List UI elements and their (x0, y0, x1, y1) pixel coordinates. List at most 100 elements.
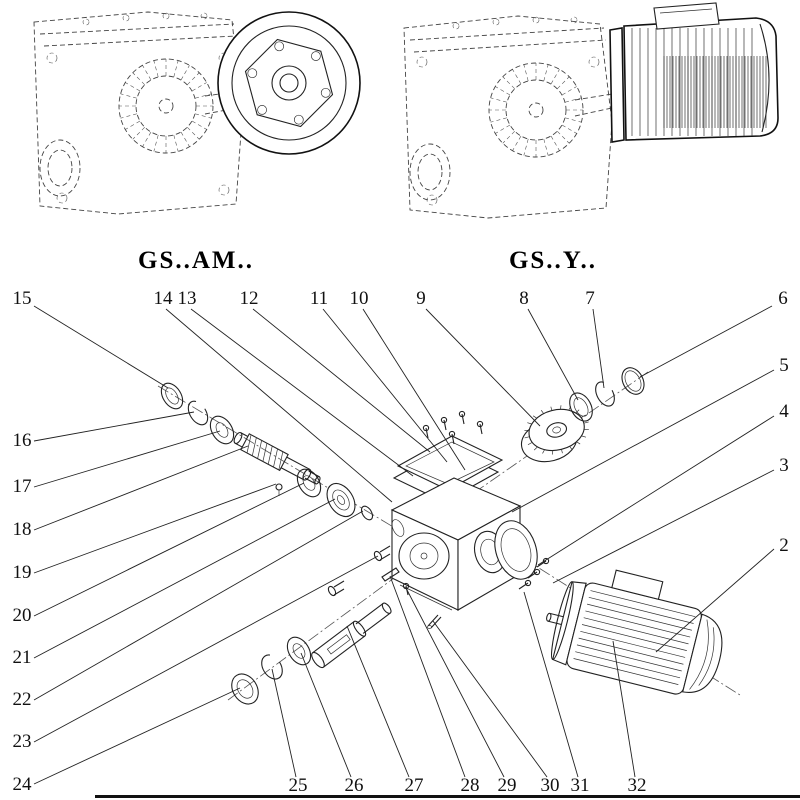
bolt-stem (451, 433, 455, 445)
terminal-box (653, 2, 720, 30)
worm-thread-hatch (246, 434, 284, 470)
decor-line (578, 637, 684, 665)
callout-30: 30 (432, 620, 560, 796)
part-number-15: 15 (13, 288, 32, 309)
leader-line-30 (432, 620, 548, 778)
decor-line (120, 93, 138, 99)
callout-20: 20 (13, 482, 305, 626)
gearbox-motor-drawing (403, 15, 613, 219)
decor-line (551, 450, 554, 455)
decor-line (512, 69, 522, 85)
o-ring-22 (360, 505, 374, 521)
callout-19: 19 (13, 483, 277, 583)
decor-line (550, 69, 560, 85)
bolt (527, 568, 541, 579)
bolt-head (448, 430, 456, 438)
decor-line (125, 120, 141, 130)
leader-line-21 (33, 498, 336, 659)
decor-line (194, 93, 212, 99)
callout-29: 29 (405, 587, 517, 796)
decor-line (490, 117, 508, 123)
pin-30 (427, 614, 442, 629)
decor-line (576, 441, 581, 445)
decor-line (527, 422, 532, 425)
part-number-5: 5 (779, 355, 789, 376)
callout-18: 18 (13, 445, 249, 540)
decor-line (191, 82, 207, 92)
decor-line (278, 451, 284, 470)
motor-exploded (546, 569, 723, 695)
decor-line (246, 434, 252, 454)
bolt-head (476, 420, 484, 428)
decor-line (194, 113, 212, 119)
decor-line (495, 86, 511, 96)
bolt-head (524, 579, 532, 587)
decor-line (588, 597, 694, 624)
callout-14: 14 (154, 288, 393, 503)
part-number-10: 10 (350, 288, 369, 309)
decor-line (560, 405, 562, 410)
circlip-16 (187, 400, 209, 426)
callout-24: 24 (13, 687, 241, 795)
callout-27: 27 (346, 625, 424, 796)
decor-line (580, 630, 686, 658)
part-number-31: 31 (571, 775, 590, 796)
motor-body (623, 17, 779, 141)
part-number-14: 14 (154, 288, 174, 309)
decor-line (132, 72, 145, 85)
part-number-28: 28 (461, 775, 480, 796)
circlip-25 (261, 654, 283, 680)
bolt (448, 430, 456, 445)
part-number-24: 24 (13, 774, 33, 795)
bolt (476, 420, 484, 435)
small-cylinder (327, 580, 345, 597)
decor-line (573, 658, 679, 685)
callout-21: 21 (13, 498, 336, 668)
leader-line-11 (322, 308, 448, 463)
output-gear-9 (520, 405, 589, 463)
bolt (536, 557, 550, 568)
gear-teeth (524, 405, 589, 455)
leader-line-3 (552, 469, 775, 584)
decor-line (561, 86, 577, 96)
callout-28: 28 (389, 575, 480, 796)
bolt-stem (527, 571, 538, 579)
bolt-head (458, 410, 466, 418)
decor-line (561, 124, 577, 134)
leader-line-7 (592, 308, 605, 389)
worm-shaft-18 (233, 431, 321, 485)
hatch-ring-left (119, 59, 213, 153)
decor-line (542, 449, 545, 454)
decor-line (191, 120, 207, 130)
decor-line (273, 448, 278, 468)
leader-line-12 (252, 308, 431, 453)
washer-disc-21 (326, 482, 356, 518)
callout-3: 3 (552, 455, 789, 584)
bolt-head (542, 557, 550, 565)
callout-17: 17 (13, 430, 221, 497)
bolt-head (533, 568, 541, 576)
decor-line (532, 415, 537, 419)
hatch-ring-right (489, 63, 583, 157)
decor-line (180, 65, 190, 81)
decor-line (187, 72, 200, 85)
decor-line (543, 138, 549, 156)
part-number-18: 18 (13, 519, 32, 540)
small-fasteners (402, 557, 550, 596)
decor-line (550, 135, 560, 151)
decor-line (153, 60, 159, 78)
key-28 (381, 567, 400, 582)
callout-9: 9 (416, 288, 541, 427)
part-number-27: 27 (405, 775, 424, 796)
bolt-stem (443, 419, 447, 431)
part-number-9: 9 (416, 288, 426, 309)
decor-line (524, 429, 530, 431)
decor-line (142, 131, 152, 147)
callout-12: 12 (240, 288, 431, 453)
decor-line (543, 64, 549, 82)
part-number-21: 21 (13, 647, 32, 668)
decor-line (583, 617, 689, 645)
decor-line (581, 435, 587, 438)
bolt-stem (536, 560, 547, 568)
